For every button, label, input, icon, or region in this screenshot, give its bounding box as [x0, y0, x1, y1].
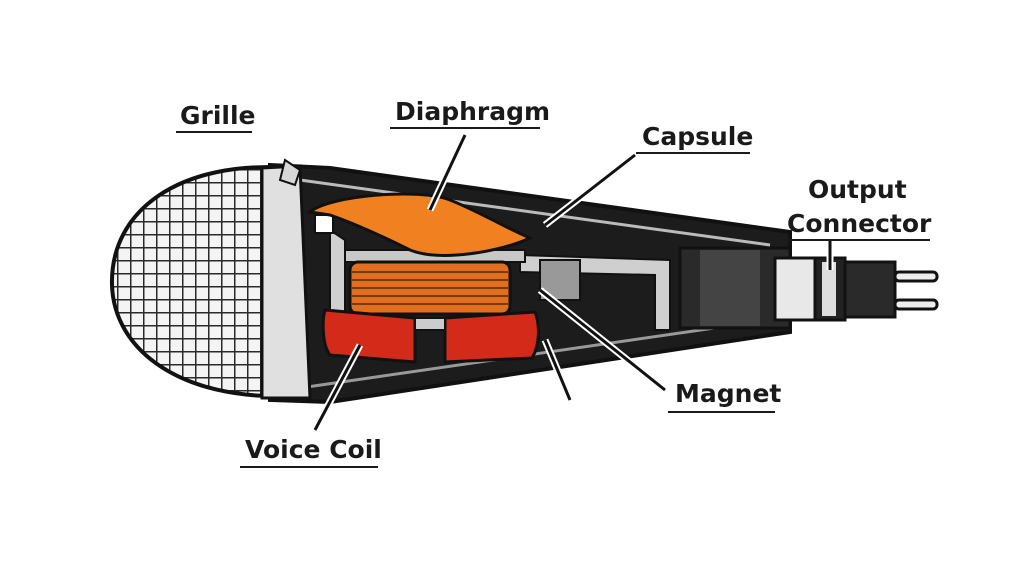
voice-coil: [348, 260, 512, 316]
label-output-connector-line1: Output: [808, 175, 907, 204]
magnet: [321, 308, 540, 364]
label-diaphragm: Diaphragm: [395, 97, 550, 126]
label-output-connector-line2: Connector: [787, 209, 932, 238]
diaphragm: [306, 192, 534, 257]
label-grille: Grille: [180, 101, 256, 130]
label-voice-coil: Voice Coil: [245, 435, 382, 464]
grille: [109, 158, 312, 400]
output-connector: [678, 246, 939, 330]
leader-lines: [311, 133, 834, 432]
label-magnet: Magnet: [675, 379, 781, 408]
label-capsule: Capsule: [642, 122, 753, 151]
